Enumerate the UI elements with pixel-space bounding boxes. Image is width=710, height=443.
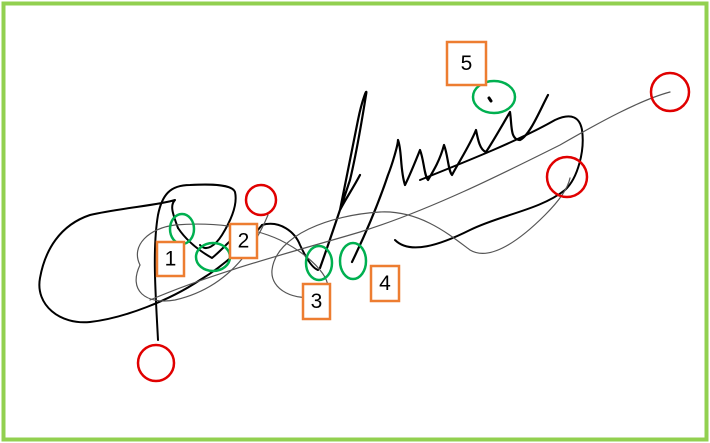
signature-stroke-right-loop (394, 115, 584, 249)
label-boxes: 1 2 3 4 5 (155, 40, 488, 321)
end-markers (136, 71, 691, 383)
signature-stroke-3 (318, 90, 368, 270)
thin-stroke-inner-loop (136, 177, 571, 299)
signature-dot-5 (487, 96, 493, 103)
start-marker-4 (338, 241, 368, 281)
start-marker-5 (471, 79, 517, 115)
label-box-4: 4 (369, 264, 401, 303)
end-marker-4 (649, 71, 691, 113)
signature-stroke-middle-loop (261, 222, 319, 271)
thin-stroke-long-diagonal (149, 91, 671, 301)
label-box-3: 3 (301, 282, 332, 321)
label-text-1: 1 (165, 248, 177, 271)
signature-ink-strokes (38, 90, 584, 341)
label-box-2: 2 (228, 222, 259, 260)
label-text-5: 5 (461, 52, 473, 75)
label-box-1: 1 (155, 240, 186, 278)
label-text-3: 3 (311, 290, 323, 313)
label-box-5: 5 (445, 40, 488, 87)
label-text-2: 2 (238, 230, 250, 253)
end-marker-2 (136, 343, 176, 383)
label-text-4: 4 (379, 272, 391, 295)
end-marker-3 (545, 155, 589, 199)
start-marker-1 (168, 212, 196, 246)
signature-stroke-4 (350, 93, 550, 264)
start-marker-3 (304, 244, 334, 282)
end-marker-1 (244, 183, 278, 217)
